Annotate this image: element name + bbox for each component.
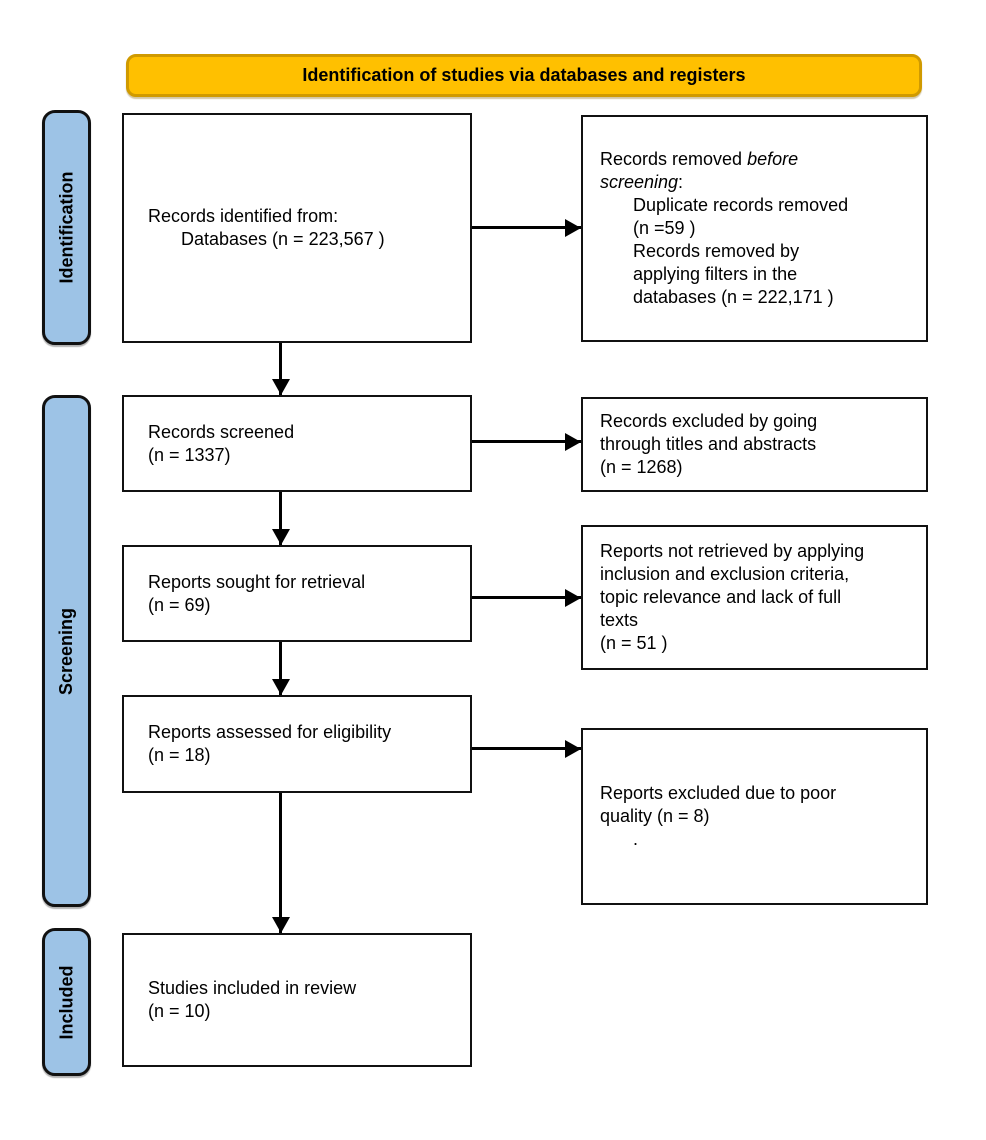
- text-line: texts: [600, 610, 639, 630]
- text-line: databases (n = 222,171 ): [633, 287, 834, 307]
- diagram-title-banner: Identification of studies via databases …: [126, 54, 922, 97]
- text-line: Databases (n = 223,567 ): [181, 229, 385, 249]
- arrow-assessed-to-included: [279, 793, 282, 933]
- box-records-removed-before-screening: Records removed before screening: Duplic…: [581, 115, 928, 342]
- text-line: (n = 1268): [600, 457, 683, 477]
- text-line: Records screened: [148, 421, 295, 442]
- diagram-title: Identification of studies via databases …: [302, 65, 746, 85]
- text-line: screening:: [600, 172, 684, 192]
- stage-label-screening: Screening: [56, 607, 76, 695]
- text-line: applying filters in the: [633, 264, 798, 284]
- stage-label-identification: Identification: [56, 171, 76, 284]
- text-line: Records removed before: [600, 149, 799, 169]
- text-line: (n = 18): [148, 745, 211, 765]
- text-line: topic relevance and lack of full: [600, 587, 842, 607]
- text-line: (n = 1337): [148, 444, 231, 465]
- text-line: Records identified from:: [148, 206, 339, 226]
- box-reports-sought: Reports sought for retrieval (n = 69): [122, 545, 472, 642]
- arrow-sought-to-assessed: [279, 642, 282, 695]
- stage-bar-identification: Identification: [42, 110, 91, 345]
- box-reports-assessed: Reports assessed for eligibility (n = 18…: [122, 695, 472, 793]
- stage-label-included: Included: [56, 964, 77, 1040]
- text-line: Reports not retrieved by applying: [600, 541, 865, 561]
- text-line: Reports sought for retrieval: [148, 571, 366, 592]
- arrow-screened-to-sought: [279, 492, 282, 545]
- text-line: inclusion and exclusion criteria,: [600, 564, 850, 584]
- arrow-identified-to-screened: [279, 343, 282, 395]
- text-line: (n =59 ): [633, 218, 696, 238]
- text-line: through titles and abstracts: [600, 434, 817, 454]
- box-records-screened: Records screened (n = 1337): [122, 395, 472, 492]
- text-line: quality (n = 8): [600, 806, 710, 826]
- arrow-screened-to-excluded: [472, 440, 581, 443]
- box-reports-excluded-poor-quality: Reports excluded due to poor quality (n …: [581, 728, 928, 905]
- text-line: (n = 51 ): [600, 633, 668, 653]
- arrow-sought-to-not-retrieved: [472, 596, 581, 599]
- box-studies-included: Studies included in review (n = 10): [122, 933, 472, 1067]
- text-line: Duplicate records removed: [633, 195, 849, 215]
- text-line: (n = 69): [148, 594, 211, 615]
- text-line: .: [633, 829, 639, 849]
- arrow-assessed-to-excluded-quality: [472, 747, 581, 750]
- text-line: (n = 10): [148, 1001, 211, 1021]
- arrow-identified-to-removed: [472, 226, 581, 229]
- box-records-excluded: Records excluded by going through titles…: [581, 397, 928, 492]
- box-records-identified: Records identified from: Databases (n = …: [122, 113, 472, 343]
- text-line: Reports excluded due to poor: [600, 783, 837, 803]
- stage-bar-screening: Screening: [42, 395, 91, 907]
- stage-bar-included: Included: [42, 928, 91, 1076]
- text-line: Records removed by: [633, 241, 800, 261]
- box-reports-not-retrieved: Reports not retrieved by applying inclus…: [581, 525, 928, 670]
- text-line: Studies included in review: [148, 978, 357, 998]
- text-line: Records excluded by going: [600, 411, 818, 431]
- text-line: Reports assessed for eligibility: [148, 722, 392, 742]
